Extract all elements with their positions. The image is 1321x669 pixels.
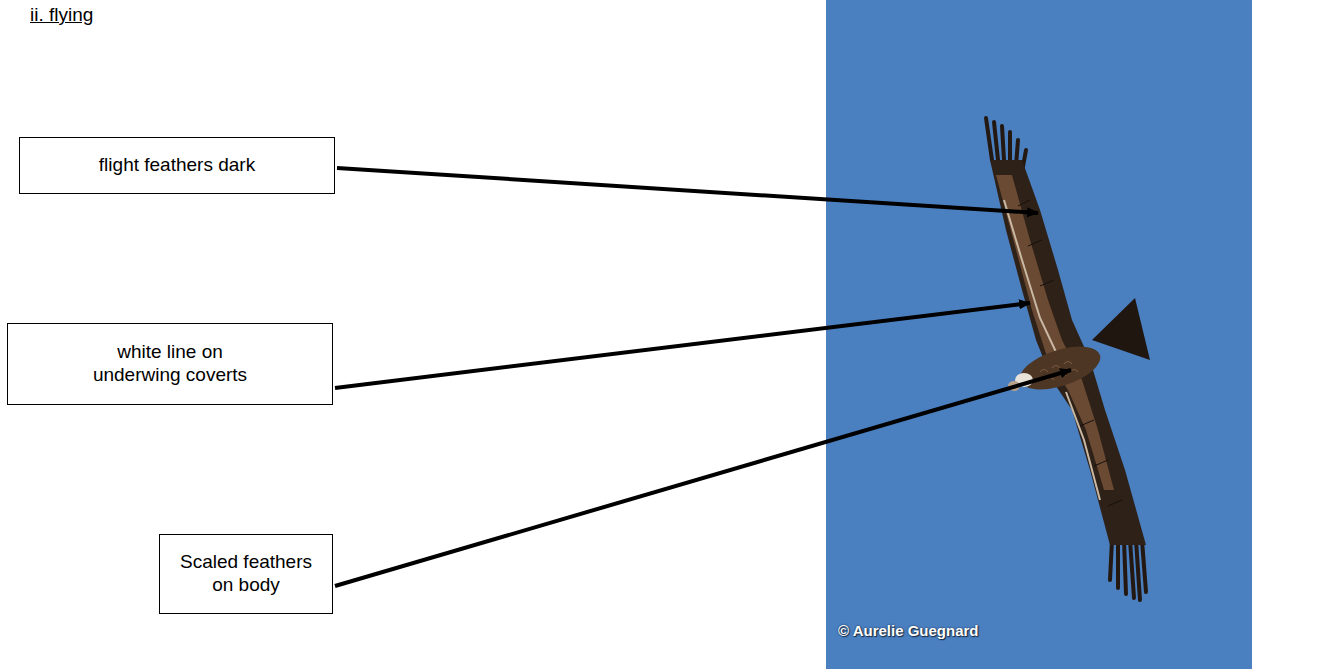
label-box: white line on underwing coverts <box>7 323 333 405</box>
label-box: flight feathers dark <box>19 137 335 194</box>
leader-lines <box>335 168 1071 586</box>
label-text: Scaled feathers on body <box>171 551 321 597</box>
vulture-figure <box>986 118 1150 600</box>
photo-sky <box>826 0 1252 669</box>
watermark: © Aurelie Guegnard <box>838 622 979 639</box>
heading: ii. flying <box>30 4 93 26</box>
label-text: flight feathers dark <box>99 154 255 177</box>
label-box: Scaled feathers on body <box>159 534 333 614</box>
label-text: white line on underwing coverts <box>80 341 260 387</box>
